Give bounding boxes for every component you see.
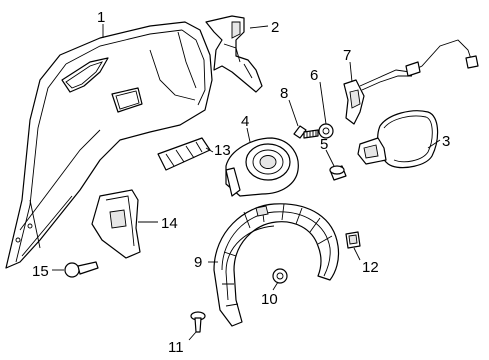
callout-1: 1 xyxy=(97,9,105,26)
callout-11: 11 xyxy=(168,339,184,356)
quarter-panel xyxy=(5,21,213,269)
rivet-11 xyxy=(190,311,206,333)
bolt-8 xyxy=(293,125,319,139)
leader-lines xyxy=(52,24,441,341)
clip-12 xyxy=(345,231,361,249)
callout-4: 4 xyxy=(241,113,249,130)
bracket-part xyxy=(205,15,263,93)
door-actuator xyxy=(343,39,479,125)
push-clip-15 xyxy=(64,261,99,278)
callout-8: 8 xyxy=(280,85,288,102)
pad-13 xyxy=(157,137,211,171)
fuel-door xyxy=(357,110,439,169)
callout-5: 5 xyxy=(320,136,328,153)
filler-housing xyxy=(225,137,299,197)
callout-10: 10 xyxy=(261,291,278,308)
screw-5 xyxy=(329,165,347,181)
callout-6: 6 xyxy=(310,67,318,84)
wheel-liner xyxy=(213,203,340,327)
clip-10 xyxy=(272,268,288,284)
callout-3: 3 xyxy=(442,133,450,150)
callout-2: 2 xyxy=(271,19,279,36)
callout-labels: 1 2 3 4 5 6 7 8 9 10 11 12 13 14 15 xyxy=(32,9,450,356)
callout-15: 15 xyxy=(32,263,49,280)
callout-9: 9 xyxy=(194,254,202,271)
callout-14: 14 xyxy=(161,215,178,232)
bracket-14 xyxy=(91,189,141,259)
callout-12: 12 xyxy=(362,259,379,276)
callout-7: 7 xyxy=(343,47,351,64)
callout-13: 13 xyxy=(214,142,231,159)
